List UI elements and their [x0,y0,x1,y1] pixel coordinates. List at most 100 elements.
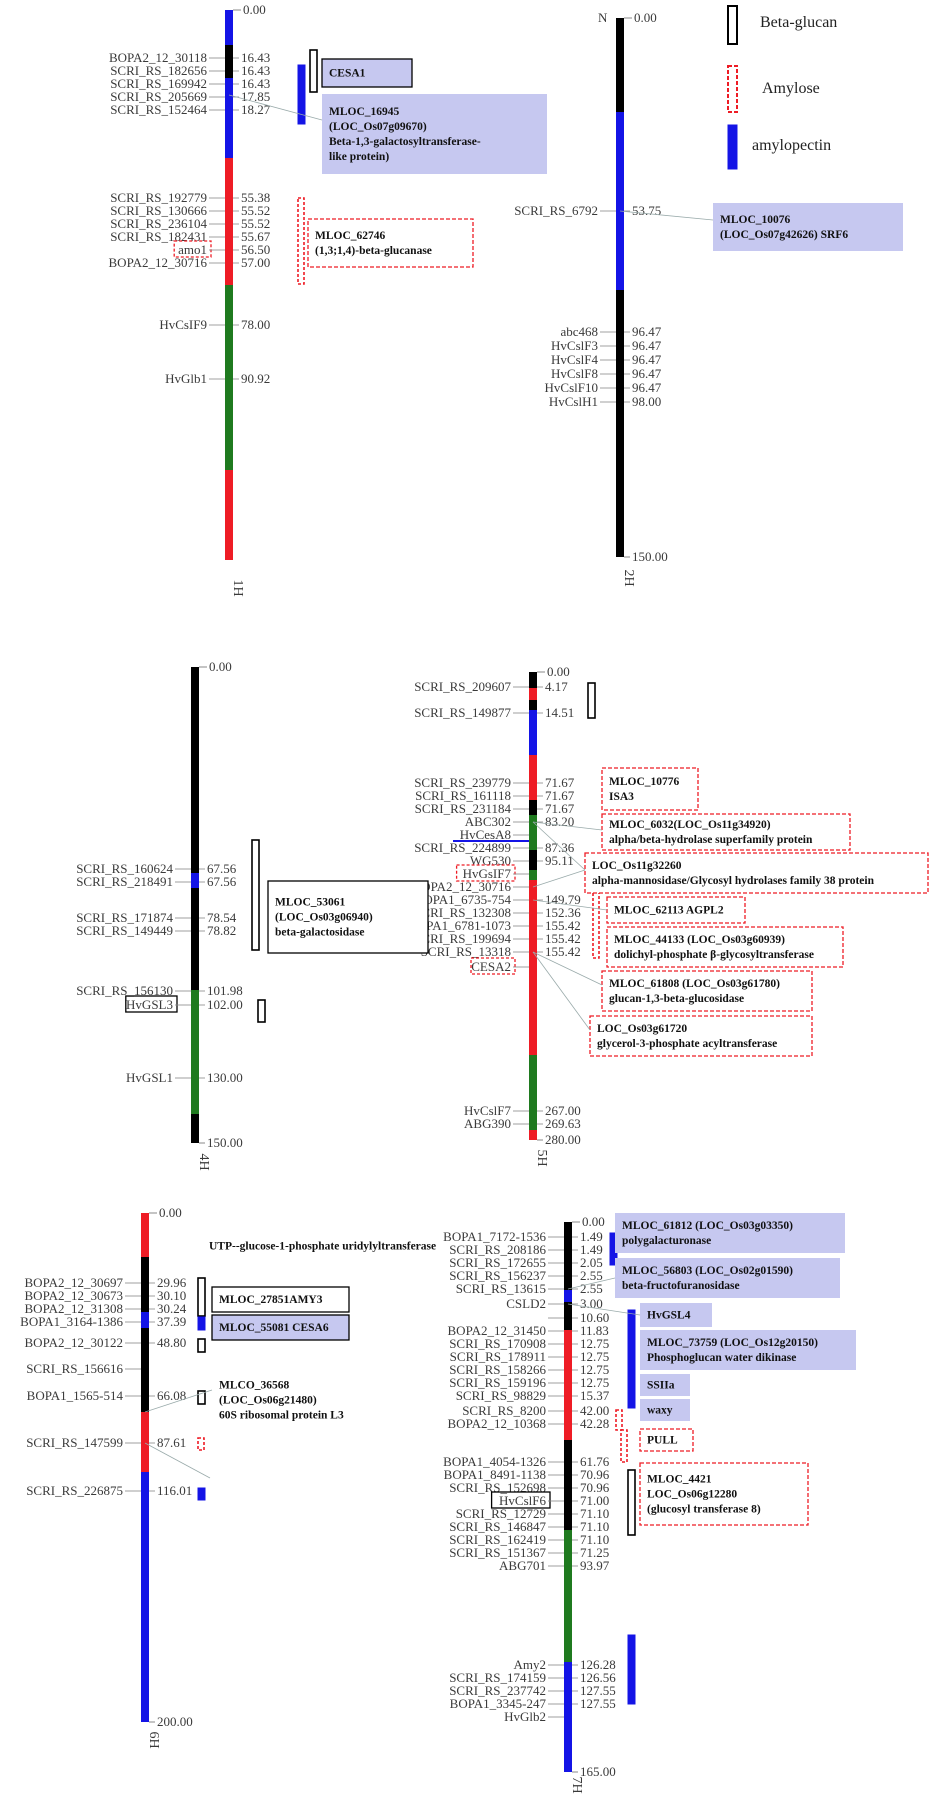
chromosome-name: 1H [230,579,245,596]
chromosome-segment [529,1130,537,1140]
marker-name: SCRI_RS_152464 [110,102,207,117]
annotation-frame [640,1330,856,1370]
annotation-text: ISA3 [609,791,634,803]
leader-line [532,951,603,986]
chromosome-segment [564,1440,572,1530]
annotation-text: (1,3;1,4)-beta-glucanase [315,245,432,257]
marker-position: 67.56 [207,861,237,876]
marker-name: SCRI_RS_236104 [110,216,207,231]
annotation-text: beta-galactosidase [275,927,364,939]
chromosome-segment [564,1302,572,1330]
marker-name: SCRI_RS_182431 [110,229,207,244]
annotation-frame [322,94,547,174]
bracket-amylose [592,891,600,959]
marker-name: BOPA2_12_30122 [25,1335,123,1350]
marker-position: 126.28 [580,1657,616,1672]
marker-name: SCRI_RS_237742 [449,1683,546,1698]
bottom-position: 165.00 [580,1764,616,1779]
marker-name: SCRI_RS_151367 [449,1545,546,1560]
annotation-text: MLOC_62113 AGPL2 [614,905,724,917]
marker-position: 96.47 [632,366,662,381]
legend-label: amylopectin [752,137,831,154]
marker-position: 267.00 [545,1103,581,1118]
annotation-text: (LOC_Os06g21480) [219,1395,317,1407]
marker-position: 14.51 [545,705,574,720]
marker-name: SCRI_RS_226875 [26,1483,123,1498]
annotation-text: LOC_Os06g12280 [647,1489,737,1501]
marker-position: 30.10 [157,1288,186,1303]
marker-name: HvCslH1 [549,394,598,409]
annotation-text: (LOC_Os03g06940) [275,912,373,924]
annotation-text: MLOC_16945 [329,106,400,118]
chromosome-segment [141,1213,149,1257]
top-position: 0.00 [209,659,232,674]
chromosome-segment [191,873,199,888]
marker-position: 78.00 [241,317,270,332]
annotation-text: polygalacturonase [622,1235,711,1247]
marker-position: 96.47 [632,324,662,339]
marker-position: 101.98 [207,983,243,998]
chromosome-segment [564,1662,572,1772]
annotation-text: MLOC_61808 (LOC_Os03g61780) [609,978,780,990]
annotation-box: MLOC_62113 AGPL2 [606,896,746,924]
marker-position: 2.55 [580,1268,603,1283]
marker-position: 93.97 [580,1558,610,1573]
marker-position: 71.10 [580,1506,609,1521]
chromosome-segment [616,18,624,112]
marker-name: SCRI_RS_205669 [110,89,207,104]
chromosome-segment [225,45,233,78]
leader-line [532,951,591,1031]
annotation-box: MLOC_16945(LOC_Os07g09670)Beta-1,3-galac… [322,94,547,174]
marker-name: Amy2 [514,1657,547,1672]
marker-name: SCRI_RS_146847 [449,1519,546,1534]
marker-position: 30.24 [157,1301,187,1316]
leader-line [532,869,586,888]
marker-name: SCRI_RS_160624 [76,861,173,876]
annotation-box: UTP--glucose-1-phosphate uridylyltransfe… [209,1241,436,1253]
annotation-frame [615,1258,840,1298]
annotation-frame [601,970,813,1012]
annotation-text: Beta-1,3-galactosyltransferase- [329,136,481,148]
top-position: 0.00 [159,1205,182,1220]
chromosome-segment [225,285,233,470]
marker-name: SCRI_RS_158266 [449,1362,546,1377]
annotation-text: LOC_Os11g32260 [592,860,682,872]
annotation-text: 60S ribosomal protein L3 [219,1410,344,1422]
bracket-beta-glucan [309,49,318,93]
marker-highlight-box [470,957,516,975]
bracket-amylopectin [197,1316,206,1331]
marker-name: SCRI_RS_169942 [110,76,207,91]
annotation-text: MLOC_10776 [609,776,680,788]
annotation-text: MLOC_27851AMY3 [219,1294,323,1306]
annotation-frame [606,896,746,924]
chromosome-segment [564,1530,572,1662]
chromosome-name: 5H [534,1149,549,1166]
marker-name: BOPA1_4054-1326 [443,1454,546,1469]
bracket-amylose [297,197,305,285]
legend-swatch-beta-glucan [727,5,738,45]
marker-position: 71.67 [545,801,575,816]
bracket-beta-glucan [197,1277,206,1317]
legend-swatch-amylopectin [727,124,738,170]
marker-name: BOPA1_7172-1536 [443,1229,546,1244]
chromosome-segment [529,700,537,710]
top-position: 0.00 [547,664,570,679]
marker-name: SCRI_RS_98829 [456,1388,546,1403]
chromosome-segment [191,990,199,1114]
chromosome-segment [616,112,624,290]
annotation-frame [640,1399,690,1421]
chromosome-segment [529,815,537,850]
chromosome-segment [529,672,537,688]
marker-position: 78.54 [207,910,237,925]
gene-annotations: CESA1MLOC_16945(LOC_Os07g09670)Beta-1,3-… [144,58,929,1526]
annotation-box: MLOC_27851AMY3 [211,1286,350,1313]
marker-position: 56.50 [241,242,270,257]
chromosome-segment [191,888,199,990]
marker-position: 2.05 [580,1255,603,1270]
annotation-text: UTP--glucose-1-phosphate uridylyltransfe… [209,1241,436,1253]
marker-position: 71.10 [580,1532,609,1547]
marker-name: BOPA1_3345-247 [450,1696,547,1711]
